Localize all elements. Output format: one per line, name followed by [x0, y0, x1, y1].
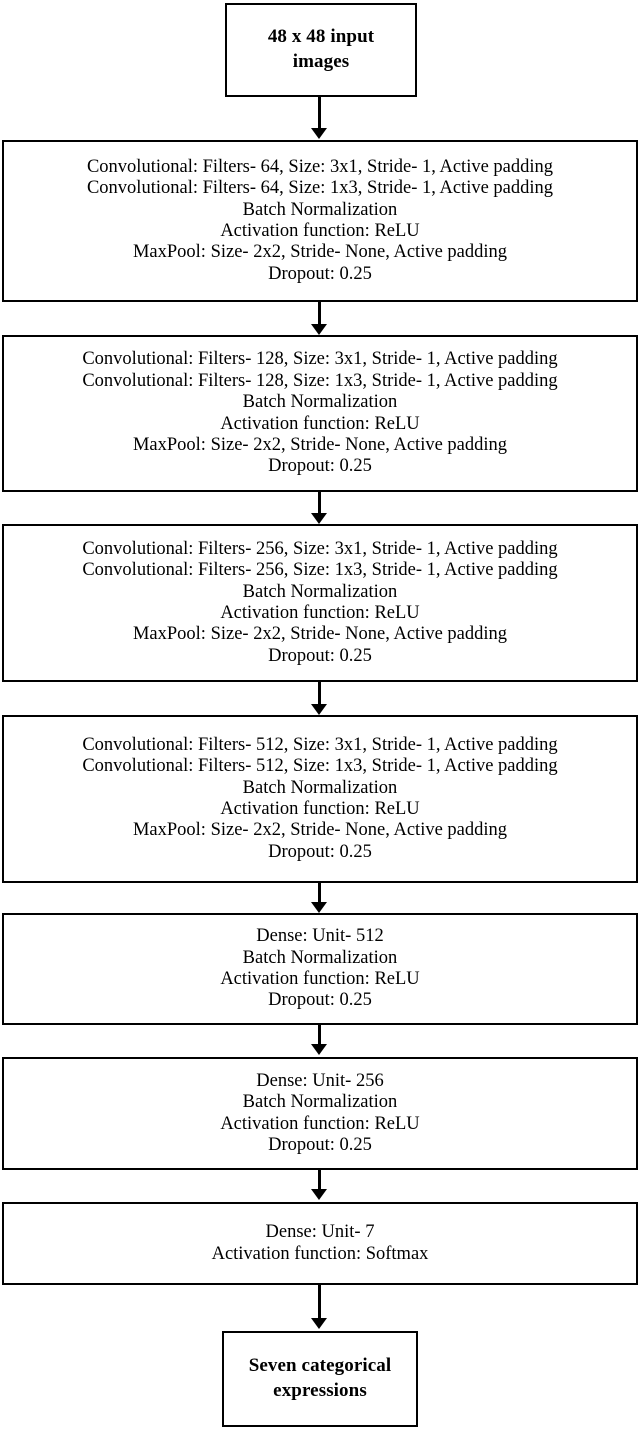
conv-block-256-line-6: Dropout: 0.25: [268, 645, 372, 666]
conv-block-128: Convolutional: Filters- 128, Size: 3x1, …: [2, 335, 638, 492]
connector-conv128-to-conv256: [318, 492, 321, 515]
connector-dense256-to-output-dense: [318, 1170, 321, 1191]
conv-block-256: Convolutional: Filters- 256, Size: 3x1, …: [2, 524, 638, 682]
conv-block-64: Convolutional: Filters- 64, Size: 3x1, S…: [2, 140, 638, 302]
arrowhead-dense256-to-output-dense: [311, 1189, 327, 1200]
conv-block-256-line-1: Convolutional: Filters- 256, Size: 3x1, …: [82, 538, 558, 559]
dense-block-512-line-3: Activation function: ReLU: [220, 969, 420, 989]
conv-block-128-line-1: Convolutional: Filters- 128, Size: 3x1, …: [82, 349, 558, 370]
conv-block-64-line-2: Convolutional: Filters- 64, Size: 1x3, S…: [86, 178, 554, 199]
arrowhead-output-dense-to-result: [311, 1318, 327, 1329]
conv-block-256-line-2: Convolutional: Filters- 256, Size: 1x3, …: [82, 560, 558, 581]
connector-output-dense-to-result: [318, 1285, 321, 1320]
dense-block-output-line-2: Activation function: Softmax: [211, 1243, 429, 1264]
input-node-line-2: images: [292, 51, 350, 72]
dense-block-512-line-1: Dense: Unit- 512: [256, 926, 384, 947]
conv-block-64-line-4: Activation function: ReLU: [220, 221, 420, 241]
conv-block-64-line-1: Convolutional: Filters- 64, Size: 3x1, S…: [86, 156, 554, 177]
conv-block-512: Convolutional: Filters- 512, Size: 3x1, …: [2, 715, 638, 883]
conv-block-128-line-2: Convolutional: Filters- 128, Size: 1x3, …: [82, 370, 558, 391]
arrowhead-conv256-to-conv512: [311, 704, 327, 715]
arrowhead-conv128-to-conv256: [311, 513, 327, 524]
dense-block-256-line-3: Activation function: ReLU: [220, 1113, 420, 1134]
connector-dense512-to-dense256: [318, 1025, 321, 1046]
arrowhead-dense512-to-dense256: [311, 1044, 327, 1055]
conv-block-128-line-4: Activation function: ReLU: [220, 413, 420, 434]
conv-block-128-line-5: MaxPool: Size- 2x2, Stride- None, Active…: [132, 434, 508, 455]
conv-block-128-line-3: Batch Normalization: [242, 392, 398, 413]
dense-block-512: Dense: Unit- 512 Batch Normalization Act…: [2, 913, 638, 1025]
dense-block-256-line-1: Dense: Unit- 256: [256, 1070, 384, 1091]
output-node: Seven categorical expressions: [222, 1331, 418, 1427]
conv-block-64-line-6: Dropout: 0.25: [268, 263, 372, 284]
dense-block-512-line-4: Dropout: 0.25: [268, 990, 372, 1011]
connector-conv256-to-conv512: [318, 682, 321, 706]
output-node-line-1: Seven categorical: [248, 1355, 392, 1377]
conv-block-512-line-4: Activation function: ReLU: [220, 799, 420, 819]
conv-block-256-line-3: Batch Normalization: [242, 581, 398, 602]
dense-block-output: Dense: Unit- 7 Activation function: Soft…: [2, 1202, 638, 1285]
conv-block-512-line-2: Convolutional: Filters- 512, Size: 1x3, …: [82, 756, 558, 777]
arrowhead-conv64-to-conv128: [311, 324, 327, 335]
dense-block-512-line-2: Batch Normalization: [242, 947, 398, 968]
conv-block-512-line-3: Batch Normalization: [242, 777, 398, 798]
dense-block-256-line-4: Dropout: 0.25: [268, 1134, 372, 1155]
connector-conv512-to-dense512: [318, 883, 321, 904]
dense-block-output-line-1: Dense: Unit- 7: [265, 1222, 375, 1243]
connector-input-to-conv64: [318, 97, 321, 130]
connector-conv64-to-conv128: [318, 302, 321, 326]
dense-block-256-line-2: Batch Normalization: [242, 1092, 398, 1113]
arrowhead-input-to-conv64: [311, 128, 327, 139]
conv-block-512-line-5: MaxPool: Size- 2x2, Stride- None, Active…: [132, 820, 508, 841]
output-node-line-2: expressions: [273, 1380, 367, 1401]
conv-block-64-line-3: Batch Normalization: [242, 199, 398, 220]
conv-block-512-line-6: Dropout: 0.25: [268, 841, 372, 862]
conv-block-512-line-1: Convolutional: Filters- 512, Size: 3x1, …: [82, 734, 558, 755]
conv-block-256-line-4: Activation function: ReLU: [220, 603, 420, 623]
input-node: 48 x 48 input images: [225, 3, 417, 97]
conv-block-64-line-5: MaxPool: Size- 2x2, Stride- None, Active…: [132, 242, 508, 263]
conv-block-128-line-6: Dropout: 0.25: [268, 456, 372, 477]
input-node-line-1: 48 x 48 input: [267, 26, 375, 48]
conv-block-256-line-5: MaxPool: Size- 2x2, Stride- None, Active…: [132, 624, 508, 645]
dense-block-256: Dense: Unit- 256 Batch Normalization Act…: [2, 1057, 638, 1170]
arrowhead-conv512-to-dense512: [311, 902, 327, 913]
